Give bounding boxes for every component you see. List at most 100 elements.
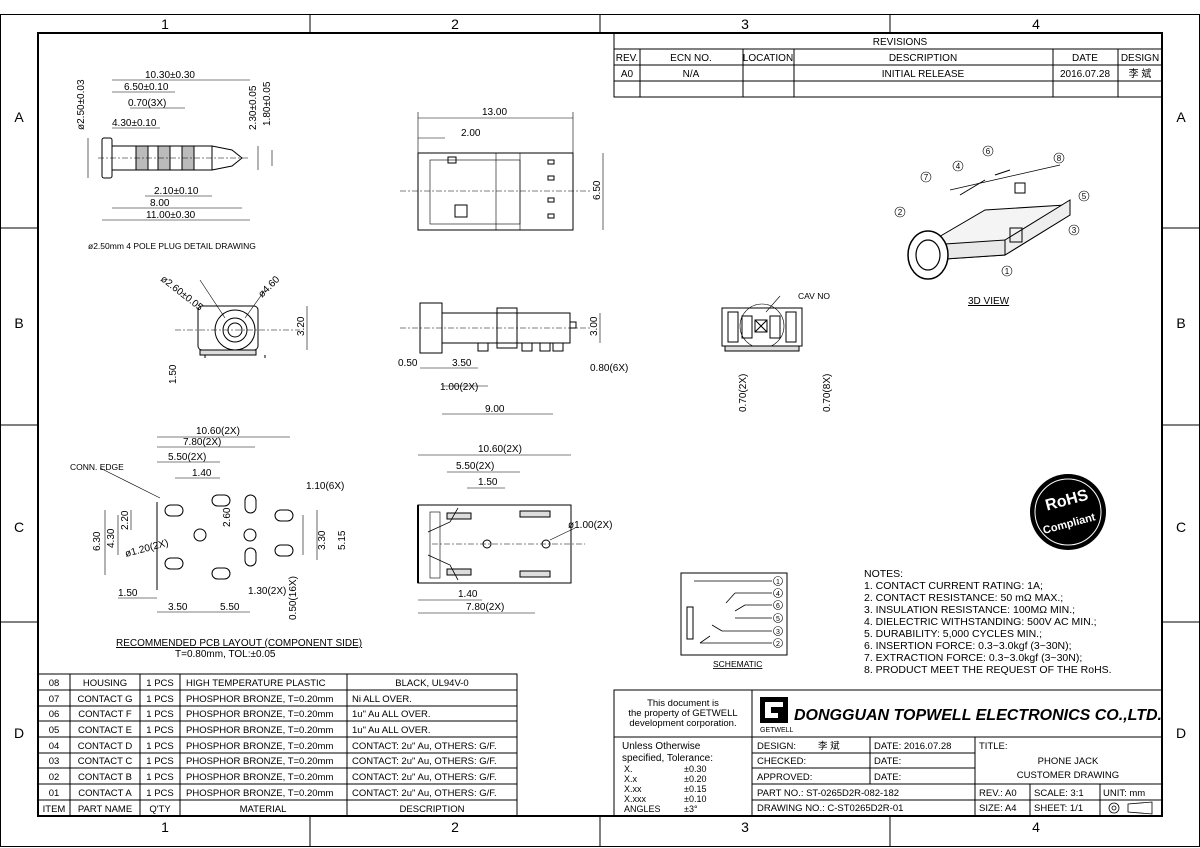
front-view-dim-4-60: ø4.60 xyxy=(256,274,282,300)
note-3: 3. INSULATION RESISTANCE: 100MΩ MIN.; xyxy=(864,604,1075,616)
side-view-dim-1-00: 1.00(2X) xyxy=(440,382,478,393)
side-view-dim-0-80: 0.80(6X) xyxy=(590,363,628,374)
rev-value-date: 2016.07.28 xyxy=(1060,69,1110,80)
top-view-dim-6-50: 6.50 xyxy=(592,180,603,200)
tolerance-cell: ±0.30 xyxy=(684,764,706,774)
bom-cell: 04 xyxy=(49,741,60,752)
zone-row-d-left: D xyxy=(14,725,24,741)
bom-cell: PHOSPHOR BRONZE, T=0.20mm xyxy=(186,741,333,752)
zone-col-1-top: 1 xyxy=(161,16,169,32)
side-view-drawing: 3.00 0.50 3.50 1.00(2X) 9.00 0.80(6X) xyxy=(398,302,628,415)
bom-cell: 1u" Au ALL OVER. xyxy=(352,725,431,736)
pcb-dim-10-60: 10.60(2X) xyxy=(196,426,240,437)
schematic-pin-1: 1 xyxy=(776,579,780,586)
schematic-pin-2: 2 xyxy=(776,641,780,648)
bom-cell: CONTACT G xyxy=(77,694,132,705)
pcb-dim-2-60: 2.60 xyxy=(222,507,233,527)
tolerance-cell: X.x xyxy=(624,774,638,784)
note-4: 4. DIELECTRIC WITHSTANDING: 500V AC MIN.… xyxy=(864,616,1097,628)
tolerance-title-1: Unless Otherwise xyxy=(622,741,701,752)
3d-view-caption: 3D VIEW xyxy=(968,296,1010,307)
design-date: DATE: 2016.07.28 xyxy=(874,741,951,752)
plug-caption: ø2.50mm 4 POLE PLUG DETAIL DRAWING xyxy=(88,241,256,251)
drawing-number: DRAWING NO.: C-ST0265D2R-01 xyxy=(757,803,903,814)
bom-cell: PHOSPHOR BRONZE, T=0.20mm xyxy=(186,756,333,767)
bom-cell: 1 PCS xyxy=(146,725,173,736)
title-line-2: CUSTOMER DRAWING xyxy=(1017,770,1119,781)
bom-cell: CONTACT: 2u" Au, OTHERS: G/F. xyxy=(352,756,497,767)
rohs-logo: RoHS Compliant xyxy=(1030,474,1106,550)
callout-2: 2 xyxy=(898,208,903,217)
bom-cell: CONTACT: 2u" Au, OTHERS: G/F. xyxy=(352,741,497,752)
bom-cell: HIGH TEMPERATURE PLASTIC xyxy=(186,678,326,689)
zone-col-3-top: 3 xyxy=(741,16,749,32)
plug-dim-1-80: 1.80±0.05 xyxy=(262,81,273,126)
schematic-pin-5: 5 xyxy=(776,616,780,623)
bom-cell: BLACK, UL94V-0 xyxy=(395,678,468,689)
bom-cell: PHOSPHOR BRONZE, T=0.20mm xyxy=(186,709,333,720)
zone-row-b-left: B xyxy=(14,315,23,331)
property-line-2: the property of GETWELL xyxy=(628,708,737,719)
tolerance-cell: X. xyxy=(624,764,633,774)
callout-4: 4 xyxy=(956,162,961,171)
plug-dim-10-30: 10.30±0.30 xyxy=(145,70,195,81)
rev-header-date: DATE xyxy=(1072,53,1098,64)
pcb-dim-1-50: 1.50 xyxy=(118,588,138,599)
note-5: 5. DURABILITY: 5,000 CYCLES MIN.; xyxy=(864,628,1042,640)
callout-1: 1 xyxy=(1005,267,1010,276)
zone-row-a-right: A xyxy=(1176,109,1186,125)
plug-dim-2-10: 2.10±0.10 xyxy=(154,186,199,197)
tolerance-cell: ±0.20 xyxy=(684,774,706,784)
end-view-dim-0-70-8x: 0.70(8X) xyxy=(822,374,833,412)
top-view-dim-13: 13.00 xyxy=(482,107,507,118)
schematic-drawing: 1 4 6 5 3 2 SCHEMATIC xyxy=(680,572,788,669)
getwell-logo xyxy=(760,697,788,723)
bom-cell: 03 xyxy=(49,756,60,767)
bom-cell: 1u" Au ALL OVER. xyxy=(352,709,431,720)
bom-cell: 02 xyxy=(49,772,60,783)
revision-value: REV.: A0 xyxy=(979,788,1017,799)
plug-dim-8-00: 8.00 xyxy=(150,198,170,209)
pcb-dim-5-50-b: 5.50 xyxy=(220,602,240,613)
bom-cell: 06 xyxy=(49,709,60,720)
bom-cell: CONTACT D xyxy=(78,741,133,752)
logo-subtext: GETWELL xyxy=(760,727,794,734)
bom-cell: 07 xyxy=(49,694,60,705)
rev-value-design: 李 斌 xyxy=(1129,67,1152,80)
bom-cell: CONTACT: 2u" Au, OTHERS: G/F. xyxy=(352,788,497,799)
plug-dim-4-30: 4.30±0.10 xyxy=(112,118,157,129)
property-line-3: development corporation. xyxy=(629,718,736,729)
bottom-view-dim-1-50: 1.50 xyxy=(478,477,498,488)
notes-block: NOTES: 1. CONTACT CURRENT RATING: 1A; 2.… xyxy=(864,568,1112,676)
design-value: 李 斌 xyxy=(818,740,840,752)
bom-cell: 1 PCS xyxy=(146,788,173,799)
bom-cell: PHOSPHOR BRONZE, T=0.20mm xyxy=(186,772,333,783)
rev-header-rev: REV. xyxy=(616,53,638,64)
callout-6: 6 xyxy=(986,147,991,156)
checked-label: CHECKED: xyxy=(757,756,806,767)
pcb-dim-6-30: 6.30 xyxy=(92,531,103,551)
bom-cell: PHOSPHOR BRONZE, T=0.20mm xyxy=(186,788,333,799)
sheet-value: SHEET: 1/1 xyxy=(1034,803,1083,814)
tolerance-cell: ±3° xyxy=(684,804,698,814)
side-view-dim-3: 3.00 xyxy=(589,316,600,336)
zone-row-c-right: C xyxy=(1176,519,1186,535)
rev-value-description: INITIAL RELEASE xyxy=(882,69,965,80)
bom-cell: CONTACT A xyxy=(78,788,132,799)
plug-dim-6-50: 6.50±0.10 xyxy=(124,82,169,93)
pcb-dim-hole: ø1.20(2X) xyxy=(124,538,170,560)
part-number: PART NO.: ST-0265D2R-082-182 xyxy=(757,788,899,799)
bottom-view-dim-5-50: 5.50(2X) xyxy=(456,461,494,472)
bom-header: ITEM xyxy=(43,804,66,815)
tolerance-title-2: specified, Tolerance: xyxy=(622,753,713,764)
pcb-layout-drawing: 10.60(2X) 7.80(2X) 5.50(2X) 1.40 1.10(6X… xyxy=(70,426,362,660)
property-line-1: This document is xyxy=(647,698,719,709)
3d-view-drawing: 1 2 3 4 5 6 7 8 3D VIEW xyxy=(894,145,1090,307)
pcb-dim-3-30: 3.30 xyxy=(317,530,328,550)
third-angle-symbol xyxy=(1108,801,1153,815)
pcb-dim-4-30: 4.30 xyxy=(106,528,117,548)
rev-header-location: LOCATION xyxy=(743,53,793,64)
rev-header-design: DESIGN xyxy=(1121,53,1159,64)
